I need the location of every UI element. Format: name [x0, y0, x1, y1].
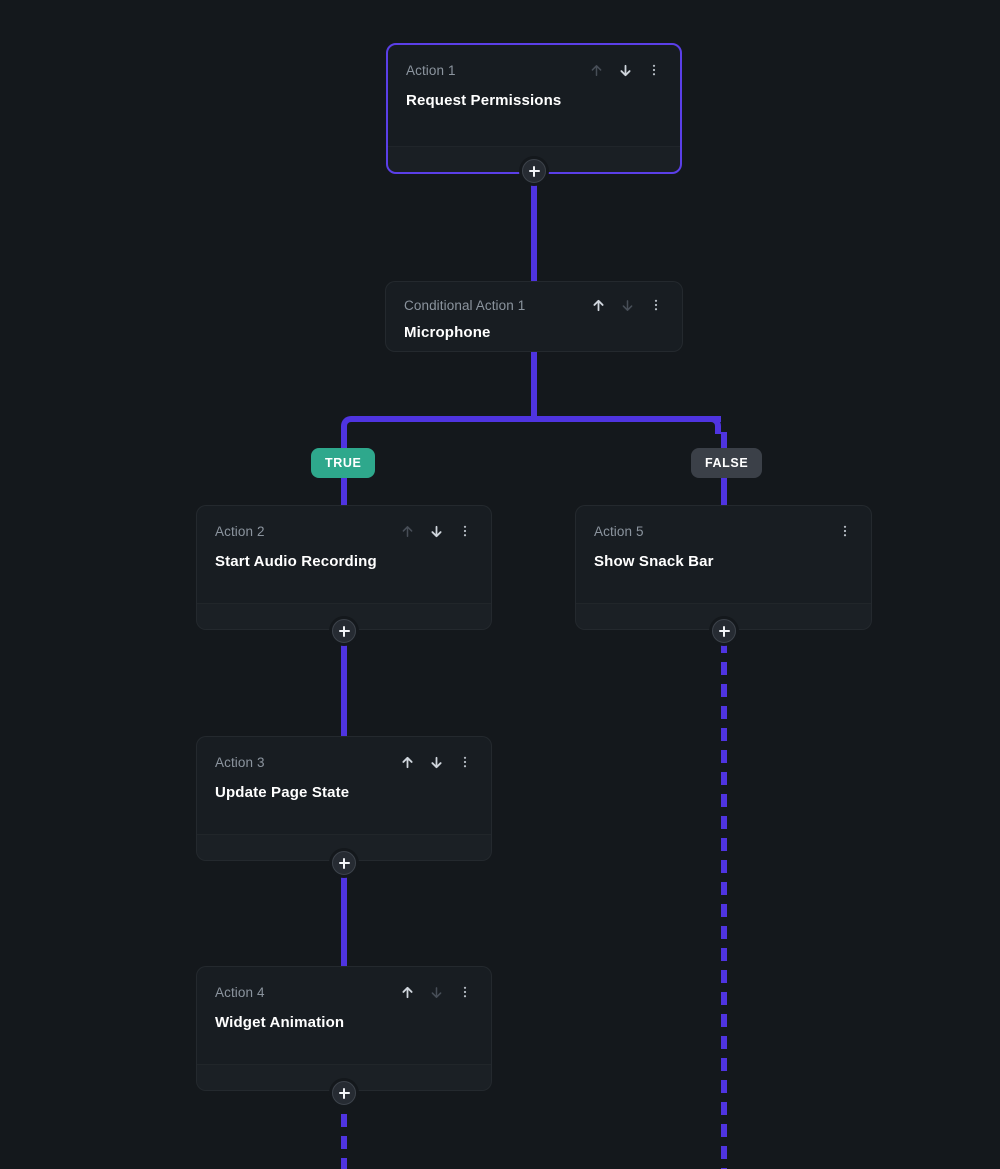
node-header-conditional-action-1: Conditional Action 1: [404, 296, 664, 314]
node-header-action-1: Action 1: [406, 61, 662, 79]
arrow-down-icon[interactable]: [428, 983, 444, 1001]
node-label: Action 3: [215, 754, 265, 770]
arrow-down-icon[interactable]: [428, 522, 444, 540]
add-node-button-after-action-5[interactable]: [712, 619, 736, 643]
edge-false-to-action5: [721, 478, 727, 510]
node-content-action-4: Action 4: [197, 967, 491, 1041]
more-vertical-icon[interactable]: [646, 61, 662, 79]
arrow-down-icon[interactable]: [428, 753, 444, 771]
node-header-action-5: Action 5: [594, 522, 853, 540]
node-label: Action 1: [406, 62, 456, 78]
arrow-up-icon[interactable]: [590, 296, 606, 314]
branch-badge-label: TRUE: [325, 456, 362, 470]
node-title: Start Audio Recording: [215, 553, 377, 570]
node-action-buttons: [399, 983, 473, 1001]
branch-badge-false[interactable]: FALSE: [691, 448, 763, 478]
edge-corner-false: [703, 416, 721, 434]
node-action-buttons: [399, 753, 473, 771]
node-header-action-4: Action 4: [215, 983, 473, 1001]
flow-node-action-5[interactable]: Action 5 Show Snack Bar: [575, 505, 872, 630]
more-vertical-icon[interactable]: [648, 296, 664, 314]
arrow-up-icon[interactable]: [399, 753, 415, 771]
arrow-up-icon[interactable]: [399, 522, 415, 540]
flow-node-action-3[interactable]: Action 3: [196, 736, 492, 861]
edge-dashed-below-action5: [721, 640, 727, 1169]
arrow-down-icon[interactable]: [617, 61, 633, 79]
node-title: Request Permissions: [406, 92, 562, 109]
edge-action3-to-action4: [341, 860, 347, 973]
edge-action2-to-action3: [341, 628, 347, 743]
edge-true-to-action2: [341, 478, 347, 510]
node-content-action-5: Action 5 Show Snack Bar: [576, 506, 871, 580]
branch-badge-true[interactable]: TRUE: [311, 448, 376, 478]
flow-node-action-4[interactable]: Action 4: [196, 966, 492, 1091]
edge-branch-bar: [353, 416, 721, 422]
edge-dashed-below-action4: [341, 1092, 347, 1169]
more-vertical-icon[interactable]: [457, 522, 473, 540]
add-node-button-after-action-3[interactable]: [332, 851, 356, 875]
arrow-up-icon[interactable]: [399, 983, 415, 1001]
node-title: Update Page State: [215, 784, 350, 801]
more-vertical-icon[interactable]: [457, 983, 473, 1001]
node-header-action-3: Action 3: [215, 753, 473, 771]
add-node-button-after-action-4[interactable]: [332, 1081, 356, 1105]
node-label: Action 5: [594, 523, 644, 539]
more-vertical-icon[interactable]: [457, 753, 473, 771]
node-label: Action 4: [215, 984, 265, 1000]
node-title: Widget Animation: [215, 1014, 345, 1031]
edge-corner-true: [341, 416, 359, 434]
branch-badge-label: FALSE: [705, 456, 749, 470]
node-action-buttons: [590, 296, 664, 314]
node-content-conditional-action-1: Conditional Action 1: [386, 282, 682, 351]
node-title: Show Snack Bar: [594, 553, 714, 570]
add-node-button-after-action-2[interactable]: [332, 619, 356, 643]
node-action-buttons: [588, 61, 662, 79]
node-header-action-2: Action 2: [215, 522, 473, 540]
flow-node-action-1[interactable]: Action 1: [386, 43, 682, 174]
edge-conditional-trunk: [531, 350, 537, 422]
arrow-up-icon[interactable]: [588, 61, 604, 79]
flow-node-conditional-action-1[interactable]: Conditional Action 1: [385, 281, 683, 352]
node-content-action-1: Action 1: [388, 45, 680, 119]
node-content-action-2: Action 2: [197, 506, 491, 580]
node-action-buttons: [399, 522, 473, 540]
node-title: Microphone: [404, 324, 491, 341]
edge-action1-to-conditional: [531, 171, 537, 281]
node-label: Conditional Action 1: [404, 297, 526, 313]
arrow-down-icon[interactable]: [619, 296, 635, 314]
node-content-action-3: Action 3: [197, 737, 491, 811]
flow-node-action-2[interactable]: Action 2: [196, 505, 492, 630]
add-node-button-after-action-1[interactable]: [522, 159, 546, 183]
node-label: Action 2: [215, 523, 265, 539]
node-action-buttons: [837, 522, 853, 540]
more-vertical-icon[interactable]: [837, 522, 853, 540]
